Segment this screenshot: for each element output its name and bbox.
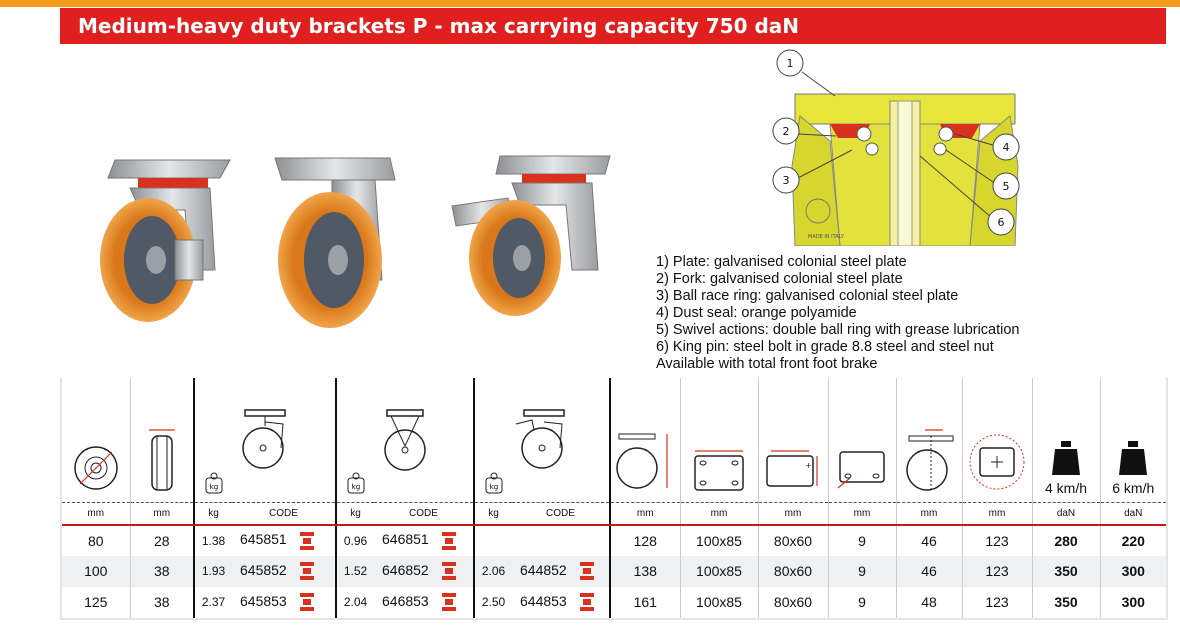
callout-2: 2 xyxy=(783,125,790,138)
table-row: 100 38 1.93 645852 1.52 646852 2.06 6448… xyxy=(62,555,1166,587)
wheel-width-icon-cell xyxy=(130,378,195,503)
wheel-width-icon xyxy=(148,429,175,491)
callout-6: 6 xyxy=(998,216,1005,229)
catalog-badge-icon xyxy=(442,562,456,581)
bolt-diameter-icon-cell xyxy=(828,378,897,503)
feature-item: 3) Ball race ring: galvanised colonial s… xyxy=(656,288,959,304)
svg-text:kg: kg xyxy=(490,483,499,491)
load-weight-icon xyxy=(1052,441,1080,475)
made-in-italy-stamp: MADE IN ITALY xyxy=(805,198,845,240)
svg-text:kg: kg xyxy=(352,483,361,491)
braked-caster-icon-cell: kg xyxy=(473,378,610,503)
bolt-diameter-icon xyxy=(837,451,885,489)
svg-text:kg: kg xyxy=(210,483,219,491)
fixed-caster-photo xyxy=(274,157,396,328)
product-code: 644853 xyxy=(520,592,567,609)
feature-item: 2) Fork: galvanised colonial steel plate xyxy=(656,271,903,287)
weight-kg-icon: kg xyxy=(485,472,503,494)
feature-item: 1) Plate: galvanised colonial steel plat… xyxy=(656,254,907,270)
overall-height-icon xyxy=(616,433,668,489)
table-row: 125 38 2.37 645853 2.04 646853 2.50 6448… xyxy=(62,586,1166,618)
offset-icon-cell xyxy=(896,378,963,503)
catalog-badge-icon xyxy=(300,562,314,581)
caster-cutaway-diagram: MADE IN ITALY 1 2 3 4 5 6 xyxy=(772,49,1020,246)
wheel-diameter-icon xyxy=(74,446,118,490)
wheel-diameter-icon-cell xyxy=(62,378,131,503)
product-code: 645853 xyxy=(240,592,287,609)
bolt-hole-spacing-icon: + xyxy=(766,450,818,487)
feature-item: 5) Swivel actions: double ball ring with… xyxy=(656,322,1020,338)
product-photos xyxy=(100,155,611,328)
callout-3: 3 xyxy=(783,174,790,187)
product-code: 645852 xyxy=(240,561,287,578)
spec-table: kg kg kg xyxy=(62,378,1166,618)
svg-text:+: + xyxy=(805,461,812,470)
catalog-badge-icon xyxy=(300,531,314,550)
bolt-hole-spacing-icon-cell: + xyxy=(758,378,829,503)
title-bar: Medium-heavy duty brackets P - max carry… xyxy=(60,8,1166,44)
callout-1: 1 xyxy=(787,57,794,70)
swivel-caster-icon xyxy=(242,409,286,469)
capacity-4kmh-cell: 4 km/h xyxy=(1032,378,1101,503)
top-accent-line xyxy=(0,0,1180,7)
swivel-caster-icon-cell: kg xyxy=(193,378,336,503)
table-row: 80 28 1.38 645851 0.96 646851 128 100x85… xyxy=(62,524,1166,556)
feature-item: Available with total front foot brake xyxy=(656,356,878,372)
overall-height-icon-cell xyxy=(609,378,681,503)
weight-kg-icon: kg xyxy=(205,472,223,494)
braked-caster-icon xyxy=(515,409,565,469)
catalog-badge-icon xyxy=(442,593,456,612)
swivel-radius-icon xyxy=(969,434,1025,490)
callout-4: 4 xyxy=(1003,141,1010,154)
product-code: 646852 xyxy=(382,561,429,578)
swivel-caster-photo xyxy=(100,159,231,322)
braked-caster-photo xyxy=(451,155,611,316)
feature-list: 1) Plate: galvanised colonial steel plat… xyxy=(656,254,1156,373)
top-plate-icon-cell xyxy=(680,378,759,503)
swivel-radius-icon-cell xyxy=(962,378,1033,503)
catalog-badge-icon xyxy=(580,593,594,612)
catalog-badge-icon xyxy=(442,531,456,550)
weight-kg-icon: kg xyxy=(347,472,365,494)
product-code: 645851 xyxy=(240,531,287,548)
spec-table-panel: kg kg kg xyxy=(60,378,1168,620)
swivel-offset-icon xyxy=(906,429,954,491)
load-weight-icon xyxy=(1119,441,1148,475)
unit-row: mm mm kg CODE kg CODE kg CODE mm mm mm m… xyxy=(62,502,1166,526)
speed-label-4kmh: 4 km/h xyxy=(1044,480,1087,496)
page-title: Medium-heavy duty brackets P - max carry… xyxy=(78,14,800,38)
feature-item: 4) Dust seal: orange polyamide xyxy=(656,305,857,321)
callout-5: 5 xyxy=(1003,180,1010,193)
product-code: 646853 xyxy=(382,592,429,609)
fixed-caster-icon xyxy=(384,409,426,471)
feature-item: 6) King pin: steel bolt in grade 8.8 ste… xyxy=(656,339,994,355)
catalog-badge-icon xyxy=(580,562,594,581)
catalog-badge-icon xyxy=(300,593,314,612)
fixed-caster-icon-cell: kg xyxy=(335,378,474,503)
svg-text:MADE IN ITALY: MADE IN ITALY xyxy=(808,234,845,240)
product-code: 644852 xyxy=(520,561,567,578)
product-code: 646851 xyxy=(382,531,429,548)
capacity-6kmh-cell: 6 km/h xyxy=(1100,378,1166,503)
top-plate-icon xyxy=(694,450,744,491)
speed-label-6kmh: 6 km/h xyxy=(1112,480,1155,496)
